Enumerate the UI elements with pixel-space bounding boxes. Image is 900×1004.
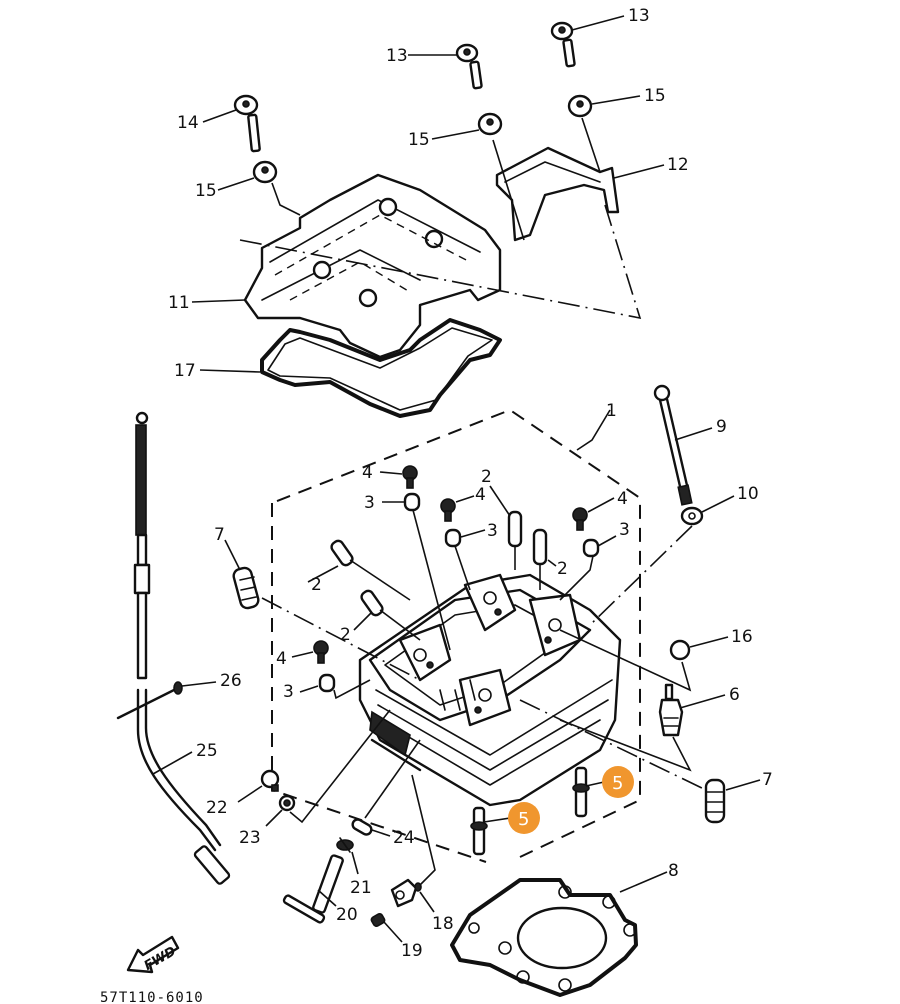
callout-15c: 15 [644, 86, 666, 106]
callout-2b: 2 [340, 625, 351, 645]
callout-10: 10 [737, 484, 759, 504]
oil-delivery-pipe-25 [133, 411, 231, 885]
bolt-13a [455, 43, 483, 90]
callout-19: 19 [401, 941, 423, 961]
callout-3a: 3 [364, 493, 375, 513]
damper-15a [252, 160, 278, 184]
clip-21 [336, 837, 354, 853]
callout-24: 24 [393, 828, 415, 848]
cap-3a [403, 492, 421, 512]
callout-2c: 2 [481, 467, 492, 487]
svg-text:5: 5 [518, 809, 529, 830]
spark-plug-cap-16 [669, 639, 691, 661]
callout-4c: 4 [617, 489, 628, 509]
valve-guide-2b [360, 589, 384, 617]
callout-15b: 15 [408, 130, 430, 150]
callout-8: 8 [668, 861, 679, 881]
gasket-23 [278, 794, 296, 812]
joint-18 [390, 878, 422, 908]
callout-22: 22 [206, 798, 228, 818]
bolt-14 [233, 94, 261, 153]
valve-guide-2d [532, 528, 548, 566]
screw-19 [370, 912, 386, 928]
callout-3b: 3 [487, 521, 498, 541]
callout-20: 20 [336, 905, 358, 925]
o-ring-24 [351, 818, 373, 836]
callout-14: 14 [177, 113, 199, 133]
callout-26: 26 [220, 671, 242, 691]
bracket [495, 146, 620, 242]
cap-3b [444, 528, 462, 548]
dowel-pin-7b [704, 778, 726, 824]
callout-17: 17 [174, 361, 196, 381]
callout-11: 11 [168, 293, 190, 313]
union-bolt-26 [116, 681, 183, 720]
callout-4b: 4 [475, 485, 486, 505]
callout-25: 25 [196, 741, 218, 761]
callout-16: 16 [731, 627, 753, 647]
plug-4d [313, 640, 329, 664]
callout-9: 9 [716, 417, 727, 437]
spark-plug-6 [658, 683, 684, 737]
stud-bolt-5a [470, 806, 488, 856]
svg-text:5: 5 [612, 773, 623, 794]
damper-15b [477, 112, 503, 136]
callout-7b: 7 [762, 770, 773, 790]
callout-2d: 2 [557, 559, 568, 579]
plug-4a [402, 465, 418, 489]
valve-guide-2a [330, 539, 354, 567]
washer-10 [680, 506, 704, 526]
bolt-9 [653, 384, 693, 506]
callout-2a: 2 [311, 575, 322, 595]
forward-direction-marker: FWD [126, 935, 180, 974]
bolt-13b [550, 21, 576, 68]
bolt-22 [260, 769, 280, 792]
callout-6: 6 [729, 685, 740, 705]
valve-guide-2c [507, 510, 523, 548]
callout-12: 12 [667, 155, 689, 175]
damper-15c [567, 94, 593, 118]
callout-3d: 3 [283, 682, 294, 702]
callout-23: 23 [239, 828, 261, 848]
callout-4d: 4 [276, 649, 287, 669]
callout-15a: 15 [195, 181, 217, 201]
callout-5a-badge[interactable]: 5 [508, 802, 540, 834]
callout-3c: 3 [619, 520, 630, 540]
bracket-alignment-line [239, 204, 642, 320]
head-cover [243, 173, 502, 359]
dowel-pin-7a [232, 566, 260, 610]
callout-13b: 13 [628, 6, 650, 26]
callout-5b-badge[interactable]: 5 [602, 766, 634, 798]
catalog-code: 57T110-6010 [100, 990, 204, 1004]
cap-3c [582, 538, 600, 558]
cover-gasket [260, 318, 502, 418]
pipe-20 [282, 854, 344, 924]
callout-7a: 7 [214, 525, 225, 545]
callout-4a: 4 [362, 463, 373, 483]
cap-3d [318, 673, 336, 693]
callout-13a: 13 [386, 46, 408, 66]
plug-4b [440, 498, 456, 522]
stud-bolt-5b [572, 766, 590, 818]
callout-18: 18 [432, 914, 454, 934]
plug-4c [572, 507, 588, 531]
head-gasket-8 [450, 878, 638, 997]
cylinder-head [358, 573, 622, 807]
callout-1: 1 [606, 401, 617, 421]
callout-21: 21 [350, 878, 372, 898]
